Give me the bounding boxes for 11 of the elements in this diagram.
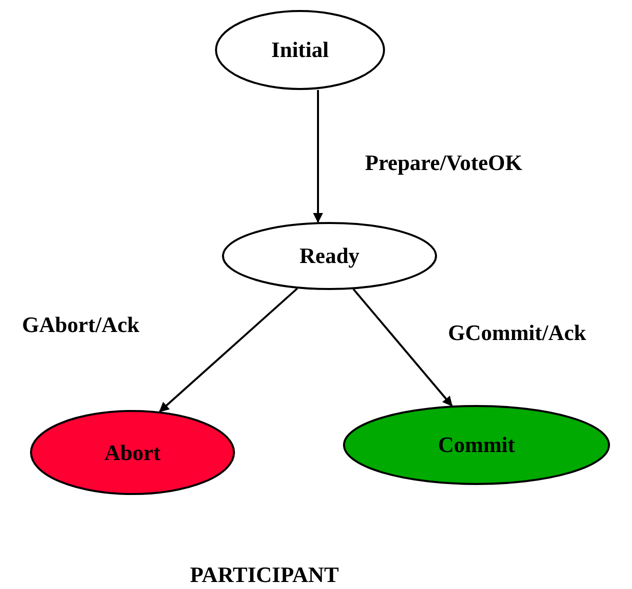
edge-label: GCommit/Ack: [448, 320, 586, 346]
edge-label: Prepare/VoteOK: [365, 150, 522, 176]
arrow: [158, 288, 298, 412]
state-label: Ready: [300, 243, 360, 269]
state-label: Initial: [271, 37, 329, 63]
caption: PARTICIPANT: [190, 562, 339, 588]
state-label: Commit: [438, 432, 515, 458]
edge-label: GAbort/Ack: [22, 312, 140, 338]
arrow: [313, 90, 323, 223]
arrow: [352, 288, 453, 406]
state-label: Abort: [104, 440, 161, 466]
